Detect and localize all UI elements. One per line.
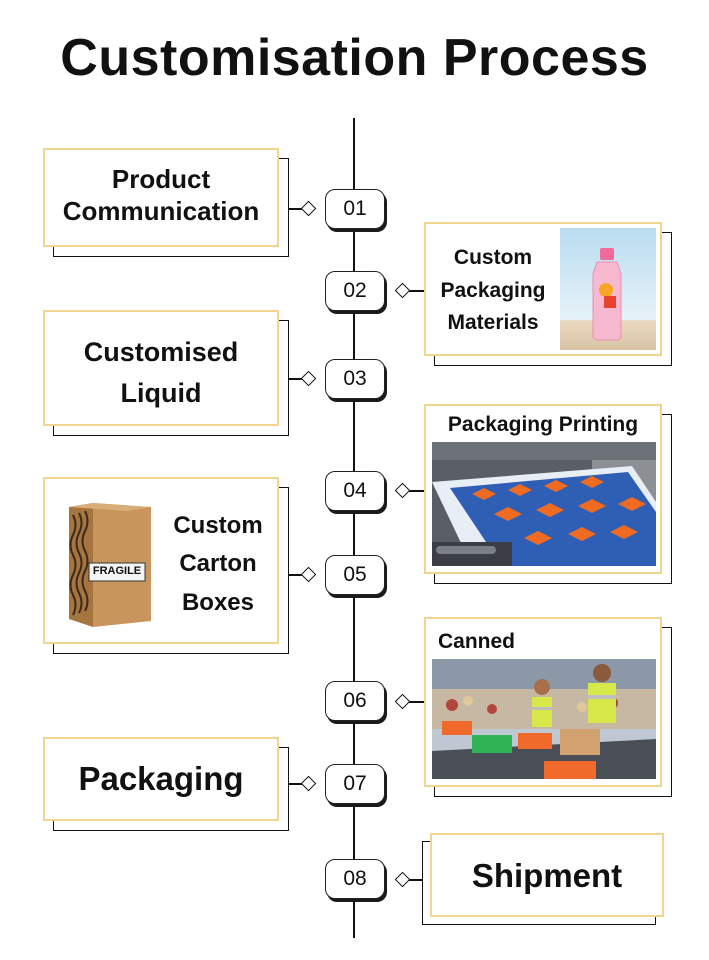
- step-05-card: FRAGILE Custom Carton Boxes: [43, 477, 279, 644]
- step-07-label: Packaging: [43, 759, 279, 799]
- step-08-label: Shipment: [430, 856, 664, 896]
- step-06-card: Canned: [424, 617, 662, 787]
- step-05-number: 05: [325, 555, 385, 595]
- step-02-label: Custom Packaging Materials: [428, 242, 558, 340]
- step-02-number: 02: [325, 271, 385, 311]
- carton-box-image: FRAGILE: [53, 485, 163, 635]
- timeline-line: [353, 118, 355, 938]
- step-06-number: 06: [325, 681, 385, 721]
- step-05-label: Custom Carton Boxes: [161, 507, 275, 622]
- step-03-card: Customised Liquid: [43, 310, 279, 426]
- step-02-card: Custom Packaging Materials: [424, 222, 662, 356]
- step-03-number: 03: [325, 359, 385, 399]
- bottle-image: [560, 228, 656, 350]
- warehouse-workers-image: [432, 659, 656, 779]
- page-title: Customisation Process: [0, 28, 709, 88]
- step-06-label: Canned: [438, 629, 515, 655]
- printing-machine-image: [432, 442, 656, 566]
- step-07-card: Packaging: [43, 737, 279, 821]
- step-07-number: 07: [325, 764, 385, 804]
- step-08-number: 08: [325, 859, 385, 899]
- fragile-sticker: FRAGILE: [89, 565, 145, 577]
- step-01-card: Product Communication: [43, 148, 279, 247]
- step-01-label: Product Communication: [43, 164, 279, 227]
- step-04-card: Packaging Printing: [424, 404, 662, 574]
- step-04-number: 04: [325, 471, 385, 511]
- step-03-label: Customised Liquid: [43, 332, 279, 413]
- step-08-card: Shipment: [430, 833, 664, 917]
- step-01-number: 01: [325, 189, 385, 229]
- step-04-label: Packaging Printing: [424, 412, 662, 438]
